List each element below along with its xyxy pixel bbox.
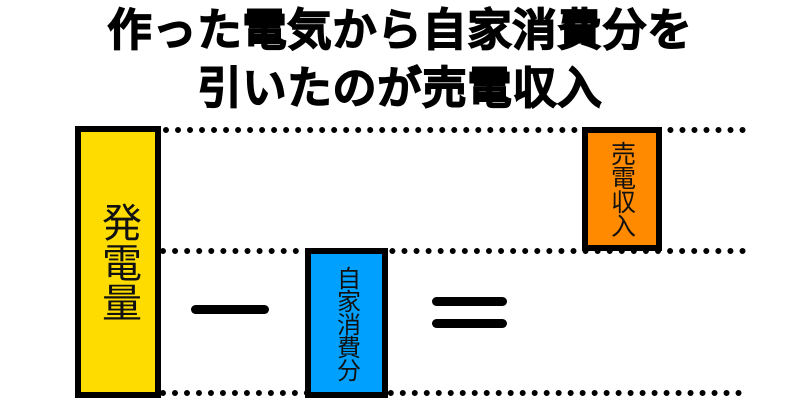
generation-label: 発電量 — [95, 202, 141, 322]
dotted-guide-top — [163, 127, 746, 133]
self-consumption-label: 自家消費分 — [332, 265, 361, 381]
dotted-guide-bottom — [160, 390, 742, 396]
minus-operator — [191, 305, 269, 314]
equals-operator-top — [432, 297, 507, 306]
sales-income-label: 売電収入 — [607, 141, 637, 237]
sales-income-box: 売電収入 — [582, 127, 662, 251]
generation-box: 発電量 — [75, 126, 161, 398]
dotted-guide-middle — [160, 248, 746, 254]
title-line-1: 作った電気から自家消費分を — [107, 5, 693, 57]
equals-operator-bottom — [432, 319, 507, 328]
title-line-2: 引いたのが売電収入 — [197, 63, 603, 115]
self-consumption-box: 自家消費分 — [305, 248, 388, 398]
